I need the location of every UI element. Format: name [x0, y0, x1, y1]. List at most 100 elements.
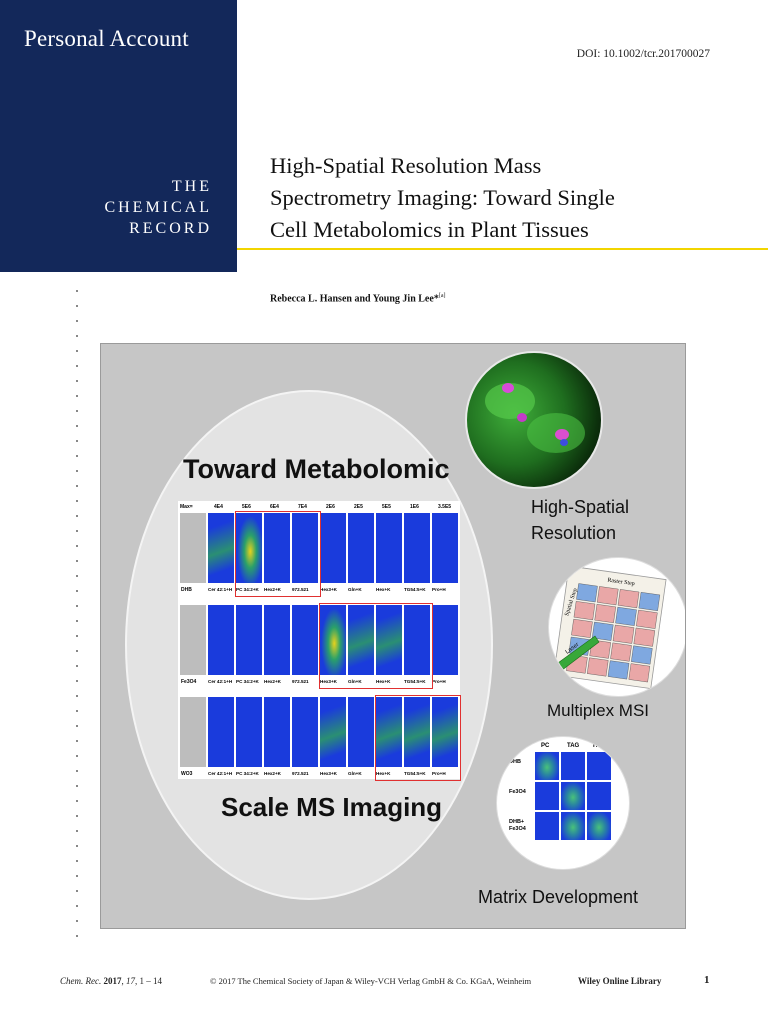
raster-cell: [610, 642, 632, 662]
ms-image-cell: [404, 605, 430, 675]
page-number: 1: [704, 974, 710, 986]
grid-col-label: Hex3+K: [320, 587, 337, 592]
footer-library-link[interactable]: Wiley Online Library: [578, 976, 662, 986]
grid-col-label: Cer 42:1+H: [208, 679, 233, 684]
line-marker: [76, 425, 78, 427]
line-marker: [76, 635, 78, 637]
signal-blob: [560, 439, 568, 446]
ms-image-cell: [236, 605, 262, 675]
grid-col-label: Pro+H: [432, 771, 446, 776]
title-divider: [237, 248, 768, 250]
line-marker: [76, 770, 78, 772]
matrix-col-label: TAG: [567, 743, 580, 749]
raster-step-label: Raster Step: [607, 578, 635, 588]
ms-image-cell: [264, 513, 290, 583]
ms-image-cell: [292, 513, 318, 583]
grid-row-label: WO3: [181, 771, 193, 777]
ms-image-cell: [208, 605, 234, 675]
line-marker: [76, 755, 78, 757]
grid-col-label: Gln+K: [348, 771, 362, 776]
article-title: High-Spatial Resolution Mass Spectrometr…: [270, 150, 750, 246]
line-marker: [76, 830, 78, 832]
ms-image-cell: [236, 697, 262, 767]
title-line1: High-Spatial Resolution Mass: [270, 153, 542, 178]
raster-cell: [631, 645, 653, 665]
grid-row-label: Fe3O4: [181, 679, 197, 685]
raster-cell: [617, 589, 640, 609]
raster-cell: [573, 601, 596, 621]
author-list: Rebecca L. Hansen and Young Jin Lee*[a]: [270, 293, 446, 304]
doi-link[interactable]: DOI: 10.1002/tcr.201700027: [576, 48, 710, 60]
grid-col-label: Gln+K: [348, 679, 362, 684]
line-marker: [76, 365, 78, 367]
signal-blob: [517, 413, 527, 422]
line-marker: [76, 320, 78, 322]
line-marker: [76, 380, 78, 382]
matrix-image-cell: [587, 812, 611, 840]
ms-image-cell: [376, 697, 402, 767]
line-marker: [76, 290, 78, 292]
line-marker: [76, 470, 78, 472]
line-marker: [76, 560, 78, 562]
matrix-row-label: DHB: [509, 759, 521, 765]
journal-banner: Personal Account THE CHEMICAL RECORD: [0, 0, 237, 272]
ms-image-cell: [264, 605, 290, 675]
grid-col-label: Hex+K: [376, 771, 391, 776]
title-line3: Cell Metabolomics in Plant Tissues: [270, 217, 589, 242]
ms-image-cell: [432, 513, 458, 583]
ms-image-cell: [348, 605, 374, 675]
label-high-spatial: High-Spatial Resolution: [531, 494, 629, 546]
line-marker: [76, 500, 78, 502]
matrix-row-label: DHB+ Fe3O4: [509, 819, 526, 832]
line-marker: [76, 335, 78, 337]
grid-col-label: TG54:5+K: [404, 771, 426, 776]
matrix-col-label: Hex6: [593, 743, 608, 749]
raster-cell: [596, 586, 619, 606]
author-affiliation-mark[interactable]: [a]: [438, 293, 446, 299]
raster-cell: [591, 621, 614, 641]
line-marker: [76, 935, 78, 937]
journal-name-line2: CHEMICAL: [104, 199, 212, 216]
raster-cell: [615, 606, 637, 626]
grid-max-label: Max=: [180, 504, 193, 510]
matrix-image-cell: [535, 782, 559, 810]
line-marker: [76, 575, 78, 577]
raster-cell: [638, 592, 661, 611]
label-high-spatial-line2: Resolution: [531, 523, 617, 543]
raster-cell: [612, 624, 635, 644]
grid-col-label: Hex3+K: [320, 679, 337, 684]
matrix-image-cell: [561, 812, 585, 840]
raster-cell: [628, 663, 651, 683]
grid-col-label: Gln+K: [348, 587, 362, 592]
author-names: Rebecca L. Hansen and Young Jin Lee*: [270, 293, 439, 305]
journal-name: THE CHEMICAL RECORD: [104, 176, 212, 239]
grid-max-value: 5E6: [242, 504, 251, 510]
highlight-box: [235, 511, 321, 597]
ms-image-cell: [376, 513, 402, 583]
highlight-box: [375, 695, 461, 781]
ms-image-cell: [292, 605, 318, 675]
line-marker: [76, 800, 78, 802]
ms-image-cell: [432, 605, 458, 675]
matrix-col-label: PC: [541, 743, 550, 749]
matrix-image-cell: [561, 752, 585, 780]
graphical-abstract: Toward Metabolomic Scale MS Imaging Max=…: [100, 343, 686, 929]
matrix-row-label: Fe3O4: [509, 789, 526, 795]
line-marker: [76, 695, 78, 697]
ms-image-cell: [376, 605, 402, 675]
optical-image-cell: [180, 697, 206, 767]
grid-col-label: Hex2+K: [264, 771, 281, 776]
raster-diagram: Raster Step Spatial Step Laser: [548, 557, 685, 697]
figure-title-toward: Toward Metabolomic: [183, 454, 450, 484]
grid-col-label: Pro+H: [432, 679, 446, 684]
matrix-image-cell: [535, 752, 559, 780]
line-marker: [76, 440, 78, 442]
optical-image-cell: [180, 513, 206, 583]
ms-image-cell: [404, 697, 430, 767]
grid-col-label: 972.521: [292, 587, 309, 592]
line-marker: [76, 455, 78, 457]
grid-col-label: TG54:5+K: [404, 587, 426, 592]
line-marker: [76, 530, 78, 532]
line-marker: [76, 590, 78, 592]
